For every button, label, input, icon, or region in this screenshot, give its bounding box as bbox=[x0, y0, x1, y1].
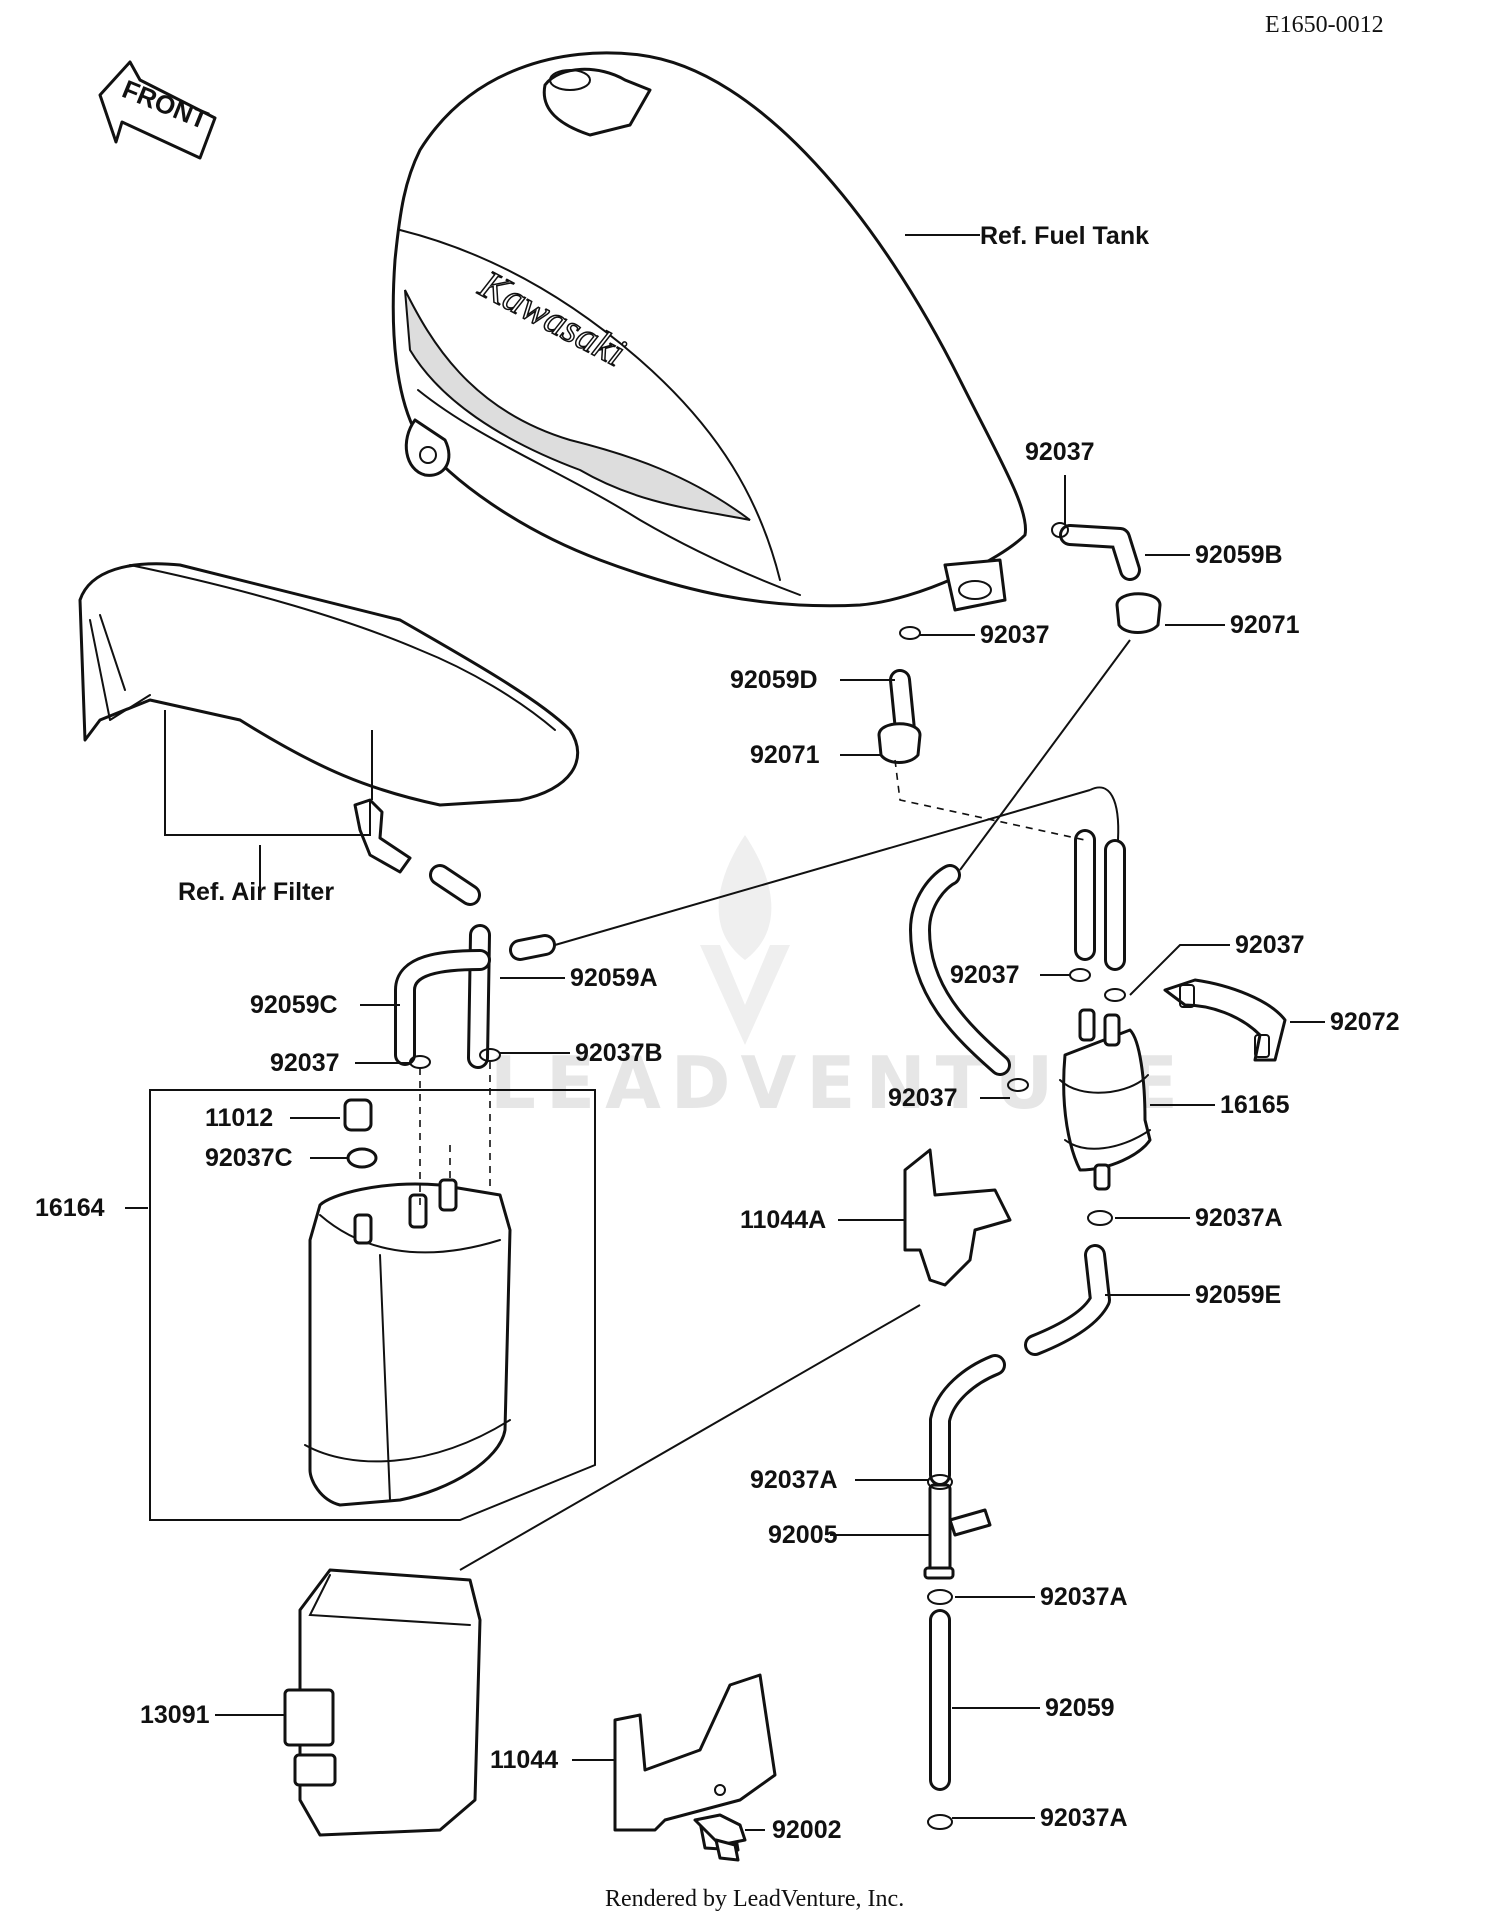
callout-92037-filter: 92037 bbox=[888, 1084, 958, 1112]
hoses bbox=[394, 524, 1141, 1791]
front-arrow-icon: FRONT bbox=[98, 60, 217, 160]
fuel-filter bbox=[1059, 1008, 1152, 1191]
callout-92037b: 92037B bbox=[575, 1039, 663, 1067]
callout-92037a-lower: 92037A bbox=[1040, 1583, 1128, 1611]
callout-92037-left: 92037 bbox=[270, 1049, 340, 1077]
callout-92072: 92072 bbox=[1330, 1008, 1400, 1036]
fuel-tank: Kawasaki bbox=[391, 51, 1028, 612]
callout-92037a-mid: 92037A bbox=[750, 1466, 838, 1494]
grommets bbox=[877, 592, 1162, 764]
callout-92059e: 92059E bbox=[1195, 1281, 1281, 1309]
bracket-11044 bbox=[613, 1673, 777, 1852]
callout-13091: 13091 bbox=[140, 1701, 210, 1729]
callout-92005: 92005 bbox=[768, 1521, 838, 1549]
canister-box bbox=[283, 1568, 482, 1837]
callout-92002: 92002 bbox=[772, 1816, 842, 1844]
callout-92037-right-upper: 92037 bbox=[950, 961, 1020, 989]
callout-92037-right-lower: 92037 bbox=[1235, 931, 1305, 959]
clamp-92072 bbox=[1163, 978, 1287, 1062]
callout-ref-air-filter: Ref. Air Filter bbox=[178, 878, 334, 906]
footer-credit: Rendered by LeadVenture, Inc. bbox=[605, 1886, 904, 1912]
bolt-92002 bbox=[693, 1813, 747, 1862]
callout-11012: 11012 bbox=[205, 1104, 273, 1132]
callout-92071-right: 92071 bbox=[1230, 611, 1300, 639]
leader-lines bbox=[125, 234, 1325, 1831]
callout-92059: 92059 bbox=[1045, 1694, 1115, 1722]
callout-92059c: 92059C bbox=[250, 991, 338, 1019]
callout-ref-fuel-tank: Ref. Fuel Tank bbox=[980, 222, 1149, 250]
callout-labels: Ref. Fuel Tank Ref. Air Filter 92037 920… bbox=[35, 222, 1400, 1844]
callout-92059a: 92059A bbox=[570, 964, 658, 992]
callout-92037a-top: 92037A bbox=[1195, 1204, 1283, 1232]
t-fitting bbox=[923, 1483, 992, 1580]
callout-11044a: 11044A bbox=[740, 1206, 826, 1234]
callout-92037a-bottom: 92037A bbox=[1040, 1804, 1128, 1832]
callout-92059d: 92059D bbox=[730, 666, 818, 694]
callout-16165: 16165 bbox=[1220, 1091, 1290, 1119]
callout-92037-top: 92037 bbox=[1025, 438, 1095, 466]
bracket-11044a bbox=[903, 1148, 1012, 1287]
diagram-code: E1650-0012 bbox=[1265, 12, 1384, 38]
canister-group bbox=[149, 1089, 596, 1521]
callout-92037c: 92037C bbox=[205, 1144, 293, 1172]
callout-92059b: 92059B bbox=[1195, 541, 1283, 569]
callout-92071-left: 92071 bbox=[750, 741, 820, 769]
hose-clamps bbox=[409, 522, 1126, 1830]
callout-11044: 11044 bbox=[490, 1746, 558, 1774]
callout-16164: 16164 bbox=[35, 1194, 105, 1222]
air-filter-housing bbox=[78, 562, 580, 906]
callout-92037-mid: 92037 bbox=[980, 621, 1050, 649]
connection-lines bbox=[164, 639, 1131, 1571]
